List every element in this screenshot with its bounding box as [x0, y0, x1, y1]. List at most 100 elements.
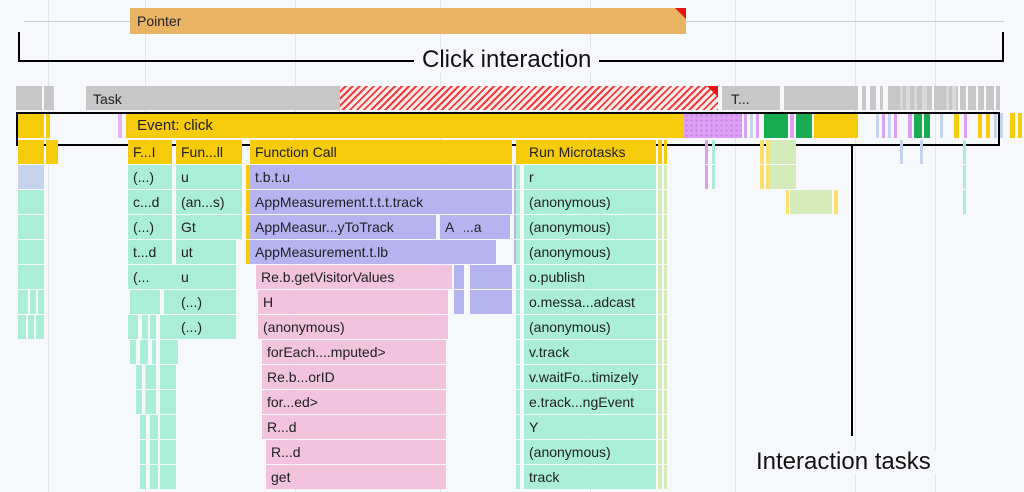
flame-block-mid[interactable] [140, 465, 146, 489]
flame-block-right-sliver[interactable] [658, 215, 662, 239]
flame-block-right-sliver[interactable] [516, 340, 520, 364]
flame-block-right[interactable]: Run Microtasks [524, 140, 656, 164]
flame-block-right-sliver[interactable] [516, 315, 520, 339]
flame-block-mid[interactable] [168, 265, 176, 289]
flame-block-left[interactable] [18, 215, 44, 239]
flame-block-main[interactable]: Re.b.getVisitorValues [256, 265, 452, 289]
flame-block-main[interactable]: forEach....mputed> [262, 340, 446, 364]
flame-block-left[interactable] [18, 190, 44, 214]
event-block[interactable] [118, 113, 122, 138]
flame-block-right-sliver[interactable] [664, 215, 667, 239]
flame-block-main-sliver[interactable] [470, 290, 512, 314]
task-block[interactable] [44, 86, 54, 110]
flame-block-right[interactable]: v.track [524, 340, 656, 364]
flame-block-right-sliver[interactable] [516, 140, 520, 164]
flame-block-right-sliver[interactable] [658, 440, 662, 464]
flame-block-left[interactable] [18, 290, 28, 314]
event-block[interactable] [882, 113, 885, 138]
event-block[interactable] [796, 113, 812, 138]
flame-block-main[interactable]: R...d [266, 440, 446, 464]
event-block[interactable] [888, 113, 891, 138]
flame-block-left[interactable] [18, 315, 26, 339]
flame-block-right-sliver[interactable] [658, 465, 662, 489]
flame-block-right[interactable]: (anonymous) [524, 315, 656, 339]
event-block[interactable] [46, 113, 50, 138]
flame-block-right-sliver[interactable] [516, 365, 520, 389]
event-block[interactable] [1000, 113, 1003, 138]
flame-sliver[interactable] [760, 140, 764, 164]
flame-block-right-sliver[interactable] [516, 215, 520, 239]
event-block[interactable] [1018, 113, 1022, 138]
flame-block-right-sliver[interactable] [658, 415, 662, 439]
event-block[interactable] [914, 113, 922, 138]
flame-block-main-sliver[interactable] [246, 165, 250, 189]
flame-block-right-sliver[interactable] [664, 315, 667, 339]
flame-block-right[interactable]: (anonymous) [524, 240, 656, 264]
detached-flame-block[interactable] [766, 165, 770, 189]
task-block[interactable] [722, 86, 780, 110]
flame-sliver[interactable] [963, 140, 966, 164]
flame-block-left[interactable] [46, 140, 50, 164]
flame-block-mid[interactable] [150, 440, 158, 464]
flame-block-mid[interactable] [160, 340, 178, 364]
event-block[interactable] [18, 113, 44, 138]
flame-sliver[interactable] [963, 165, 966, 189]
flame-block-left[interactable] [36, 315, 44, 339]
event-block[interactable] [790, 113, 794, 138]
flame-sliver[interactable] [963, 190, 966, 214]
event-block[interactable] [744, 113, 747, 138]
flame-block-mid[interactable] [136, 390, 142, 414]
flame-block-main[interactable]: R...d [262, 415, 446, 439]
flame-block-mid-labeled[interactable]: (...) [176, 290, 236, 314]
flame-sliver[interactable] [712, 165, 715, 189]
flame-block-mid-labeled[interactable]: ut [176, 240, 236, 264]
event-block[interactable] [964, 113, 967, 138]
flame-block-left[interactable] [18, 140, 44, 164]
flame-block-right-sliver[interactable] [658, 290, 662, 314]
flame-block-right-sliver[interactable] [664, 390, 667, 414]
task-block[interactable] [922, 86, 927, 110]
event-block[interactable] [940, 113, 943, 138]
flame-block-right-sliver[interactable] [516, 190, 520, 214]
flame-block-right-sliver[interactable] [516, 240, 520, 264]
flame-block-left[interactable] [18, 265, 44, 289]
detached-flame-block[interactable] [770, 140, 796, 164]
flame-block-right[interactable]: (anonymous) [524, 440, 656, 464]
task-block[interactable] [986, 86, 994, 110]
flame-block-mid-labeled[interactable]: (an...s) [176, 190, 242, 214]
flame-block-main-sliver[interactable] [246, 240, 250, 264]
flame-block-right-sliver[interactable] [658, 240, 662, 264]
flame-block-right-sliver[interactable] [658, 340, 662, 364]
flame-block-right-sliver[interactable] [664, 415, 667, 439]
event-block[interactable] [1010, 113, 1015, 138]
flame-block-right[interactable]: r [524, 165, 656, 189]
event-click-block[interactable] [126, 113, 684, 138]
flame-block-mid-labeled[interactable]: Gt [176, 215, 242, 239]
flame-block-mid-labeled[interactable]: (...) [176, 315, 236, 339]
flame-block-main[interactable]: get [266, 465, 446, 489]
flame-block-main[interactable]: t.b.t.u [250, 165, 512, 189]
flame-block-right-sliver[interactable] [516, 165, 520, 189]
task-block[interactable] [952, 86, 956, 110]
flame-block-main-sliver[interactable] [246, 215, 250, 239]
detached-flame-block[interactable] [786, 190, 789, 214]
flame-block-main[interactable]: Ap...a [440, 215, 510, 239]
event-block[interactable] [684, 113, 742, 138]
flame-block-right[interactable]: e.track...ngEvent [524, 390, 656, 414]
flame-block-right-sliver[interactable] [658, 165, 662, 189]
flame-block-mid[interactable] [150, 415, 158, 439]
flame-block-main[interactable]: (anonymous) [258, 315, 448, 339]
flame-block-right-sliver[interactable] [516, 390, 520, 414]
task-block[interactable] [906, 86, 910, 110]
flame-block-main-sliver[interactable] [454, 215, 464, 239]
flame-block-mid[interactable] [160, 440, 176, 464]
flame-block-right-sliver[interactable] [658, 390, 662, 414]
long-task-hatched[interactable] [340, 86, 718, 110]
flame-block-mid-labeled[interactable]: Fun...ll [176, 140, 242, 164]
task-block[interactable] [960, 86, 966, 110]
flame-block-right-sliver[interactable] [516, 440, 520, 464]
flame-block-header[interactable] [520, 140, 524, 164]
task-block[interactable] [880, 86, 883, 110]
flame-block-right[interactable]: Y [524, 415, 656, 439]
flame-block-right-sliver[interactable] [516, 415, 520, 439]
